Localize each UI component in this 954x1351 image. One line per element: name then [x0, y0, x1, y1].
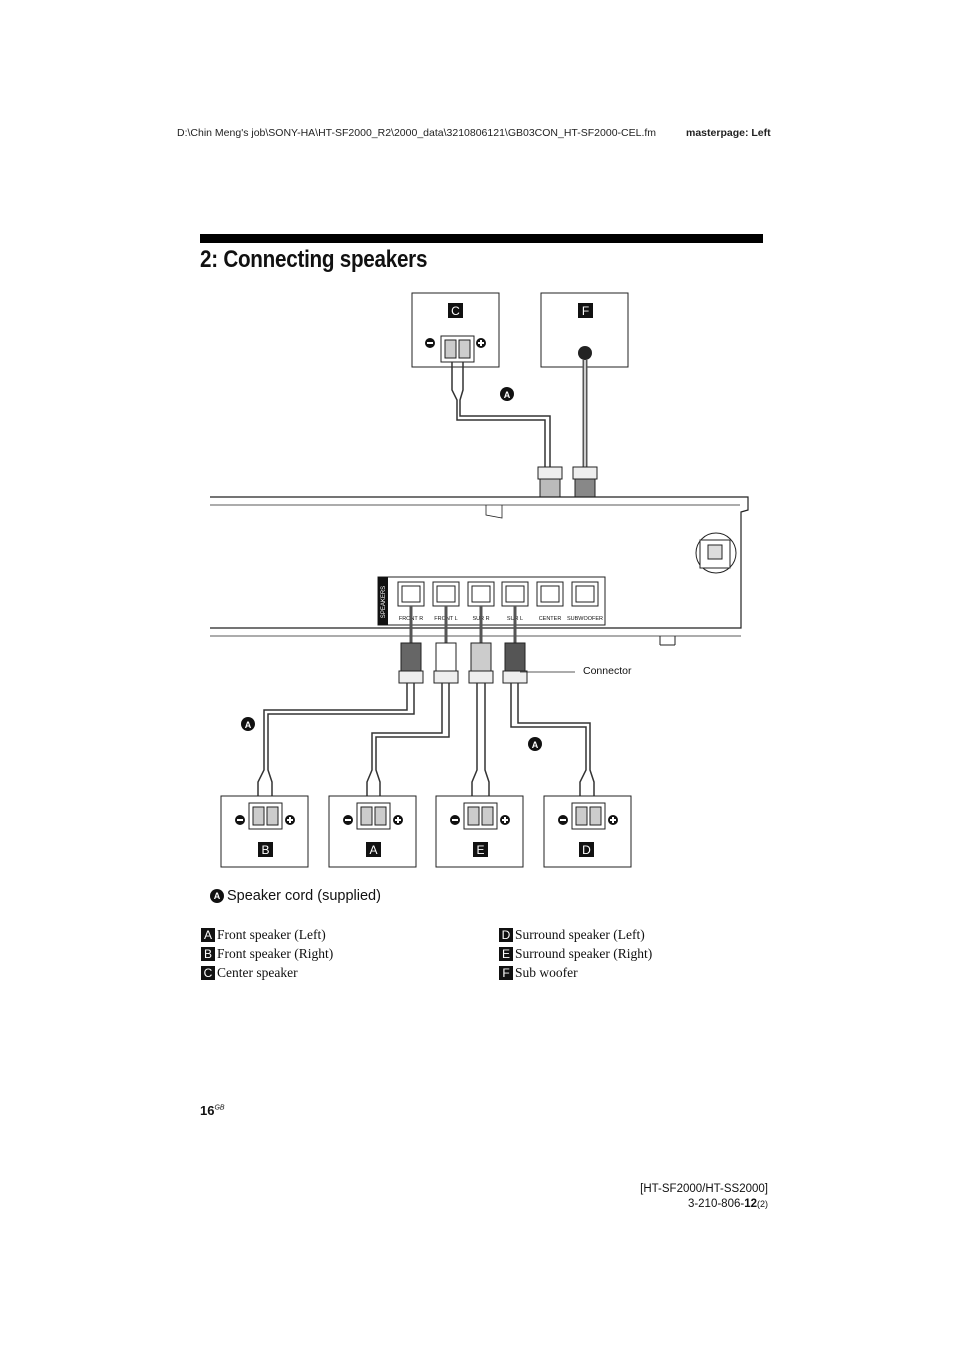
- cord-note: A Speaker cord (supplied): [210, 888, 381, 904]
- front-r-connector: [398, 642, 424, 684]
- box-letter: B: [261, 843, 269, 857]
- cord-marker: [241, 717, 255, 731]
- page-suffix: GB: [214, 1104, 225, 1112]
- svg-text:A: A: [504, 390, 511, 400]
- section-title: 2: Connecting speakers: [200, 246, 428, 273]
- front-left-speaker-box: [328, 795, 417, 868]
- box-letter: D: [582, 843, 591, 857]
- main-unit-rear: [210, 496, 749, 629]
- footer-model: [HT-SF2000/HT-SS2000]: [640, 1183, 768, 1195]
- subwoofer-jack: [578, 346, 592, 360]
- box-letter: C: [451, 304, 460, 318]
- svg-text:A: A: [245, 720, 252, 730]
- cord-marker: [500, 387, 514, 401]
- box-letter-badge: [448, 303, 463, 318]
- connector-label: Connector: [583, 665, 632, 677]
- speaker-terminal: [425, 335, 486, 363]
- box-letter: E: [476, 843, 484, 857]
- sur-r-connector: [468, 642, 494, 684]
- box-letter: A: [369, 843, 377, 857]
- panel-label: SPEAKERS: [381, 586, 387, 618]
- surround-left-speaker-box: [543, 795, 632, 868]
- terminal-jacks: [397, 581, 599, 607]
- box-letter-badge: [578, 303, 593, 318]
- svg-text:A: A: [532, 740, 539, 750]
- terminal-label: SUBWOOFER: [567, 616, 603, 622]
- masterpage-header: masterpage: Left: [686, 127, 771, 139]
- mounting-clip: [695, 532, 737, 574]
- terminal-label: CENTER: [539, 616, 562, 622]
- file-path-header: D:\Chin Meng's job\SONY-HA\HT-SF2000_R2\…: [177, 127, 657, 139]
- speaker-cord: [451, 362, 546, 468]
- cord-note-marker: A: [210, 889, 224, 903]
- sur-l-connector: [502, 642, 528, 684]
- speaker-connection-diagram: C F A: [210, 292, 749, 868]
- front-l-connector: [433, 642, 459, 684]
- cord-note-text: Speaker cord (supplied): [227, 888, 381, 904]
- page-number: 16GB: [200, 1103, 225, 1118]
- surround-right-speaker-box: [435, 795, 524, 868]
- box-letter: F: [582, 304, 589, 318]
- cord-marker: [528, 737, 542, 751]
- front-right-speaker-box: [220, 795, 309, 868]
- footer-code: 3-210-806-12(2): [687, 1198, 768, 1210]
- speaker-cords: [257, 683, 595, 806]
- title-rule: [200, 234, 763, 243]
